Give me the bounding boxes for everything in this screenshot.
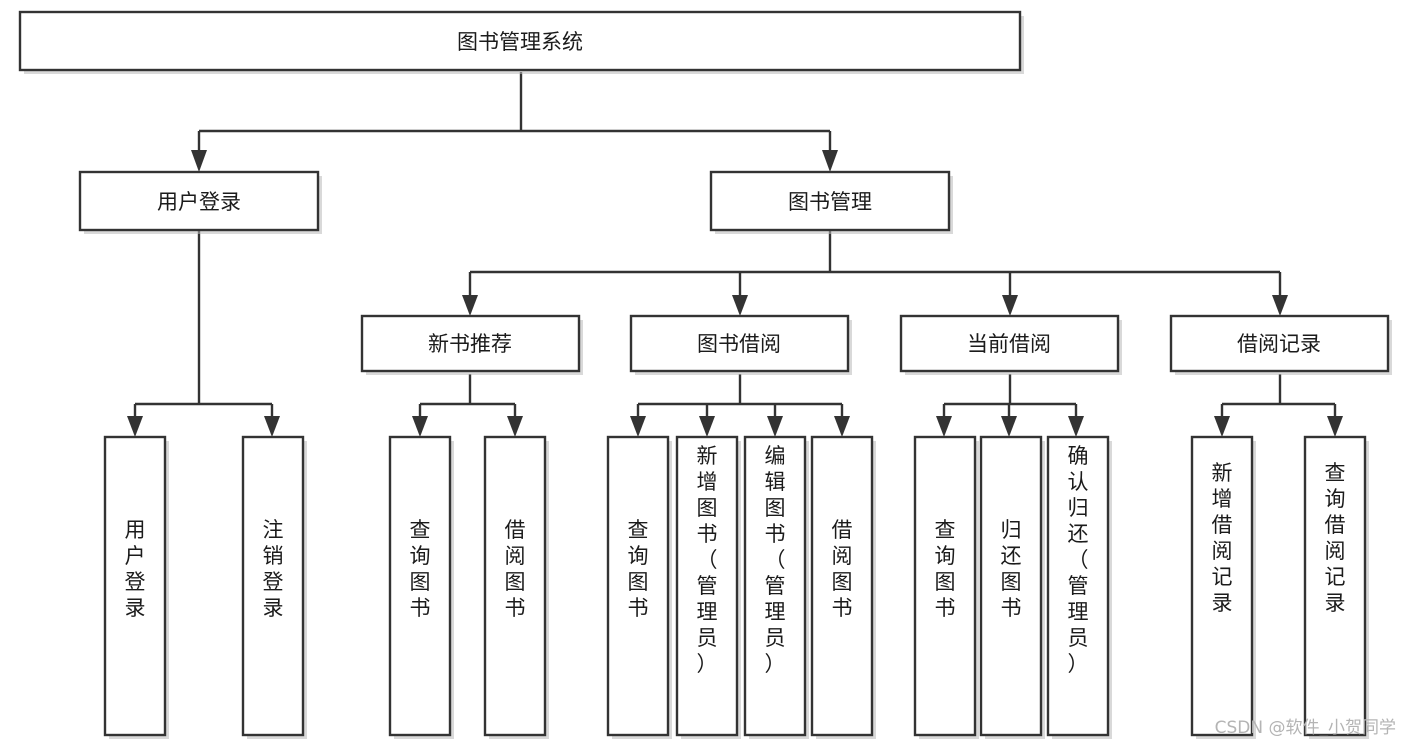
node-book-borrow[interactable]: 图书借阅 (629, 314, 852, 375)
node-book-borrow-label: 图书借阅 (697, 332, 781, 356)
arrow-to-leaf-confirm-return (1068, 416, 1084, 437)
node-leaf-borrow-book-2[interactable]: 借阅图书 (810, 435, 876, 739)
node-leaf-return-book-box[interactable] (979, 435, 1043, 737)
node-leaf-edit-book-label: 编辑图书（管理员） (765, 444, 786, 676)
arrow-to-leaf-add-book (699, 416, 715, 437)
arrow-to-leaf-query-book-1 (412, 416, 428, 437)
node-leaf-query-book-3-label: 查询图书 (935, 518, 956, 620)
arrow-to-leaf-query-book-3 (936, 416, 952, 437)
node-leaf-user-login[interactable]: 用户登录 (103, 435, 169, 739)
node-root-label: 图书管理系统 (457, 30, 583, 54)
node-leaf-edit-book[interactable]: 编辑图书（管理员） (743, 435, 809, 739)
arrow-to-borrowrecord (1272, 295, 1288, 316)
node-leaf-add-record-label: 新增借阅记录 (1212, 461, 1233, 615)
arrow-to-leaf-logout-login (264, 416, 280, 437)
node-borrow-record-box[interactable] (1169, 314, 1390, 373)
node-leaf-borrow-book-2-box[interactable] (810, 435, 874, 737)
arrow-to-leaf-return-book (1001, 416, 1017, 437)
arrow-to-leaf-query-book-2 (630, 416, 646, 437)
node-leaf-query-book-2[interactable]: 查询图书 (606, 435, 672, 739)
connector-layer (127, 72, 1343, 437)
node-leaf-confirm-return-box[interactable] (1046, 435, 1110, 737)
node-book-borrow-box[interactable] (629, 314, 850, 373)
node-leaf-add-record-box[interactable] (1190, 435, 1254, 737)
node-leaf-borrow-book-1-label: 借阅图书 (505, 518, 526, 620)
node-book-manage-label: 图书管理 (788, 190, 872, 214)
node-leaf-add-book-label: 新增图书（管理员） (697, 444, 718, 676)
node-current-borrow-label: 当前借阅 (967, 332, 1051, 356)
node-leaf-query-book-1-box[interactable] (388, 435, 452, 737)
node-leaf-logout-login-label: 注销登录 (263, 518, 284, 620)
node-leaf-borrow-book-1-box[interactable] (483, 435, 547, 737)
node-leaf-add-book-box[interactable] (675, 435, 739, 737)
node-leaf-query-book-2-label: 查询图书 (628, 518, 649, 620)
node-leaf-add-record[interactable]: 新增借阅记录 (1190, 435, 1256, 739)
node-leaf-confirm-return[interactable]: 确认归还（管理员） (1046, 435, 1112, 739)
node-leaf-logout-login-box[interactable] (241, 435, 305, 737)
node-root[interactable]: 图书管理系统 (18, 10, 1024, 74)
arrow-to-book-manage (822, 150, 838, 172)
node-leaf-return-book[interactable]: 归还图书 (979, 435, 1045, 739)
node-leaf-query-book-1[interactable]: 查询图书 (388, 435, 454, 739)
node-leaf-borrow-book-2-label: 借阅图书 (832, 518, 853, 620)
node-leaf-confirm-return-label: 确认归还（管理员） (1068, 444, 1089, 676)
node-leaf-logout-login[interactable]: 注销登录 (241, 435, 307, 739)
node-current-borrow-box[interactable] (899, 314, 1120, 373)
node-root-box[interactable] (18, 10, 1022, 72)
arrow-to-user-login (191, 150, 207, 172)
node-leaf-query-book-3[interactable]: 查询图书 (913, 435, 979, 739)
arrow-to-currentborrow (1002, 295, 1018, 316)
node-leaf-return-book-label: 归还图书 (1001, 518, 1022, 620)
node-borrow-record-label: 借阅记录 (1237, 332, 1321, 356)
arrow-to-newbook (462, 295, 478, 316)
node-leaf-query-book-3-box[interactable] (913, 435, 977, 737)
node-book-manage[interactable]: 图书管理 (709, 170, 953, 234)
node-new-book-recommend-box[interactable] (360, 314, 581, 373)
arrow-to-bookborrow (732, 295, 748, 316)
node-user-login[interactable]: 用户登录 (78, 170, 322, 234)
arrow-to-leaf-query-record (1327, 416, 1343, 437)
node-leaf-query-book-1-label: 查询图书 (410, 518, 431, 620)
node-leaf-user-login-label: 用户登录 (125, 518, 146, 620)
node-new-book-recommend[interactable]: 新书推荐 (360, 314, 583, 375)
leaf-nodes: 用户登录 注销登录 查询图书 借阅图书 查询图书 新增图书（管理员） (103, 435, 1369, 739)
node-leaf-user-login-box[interactable] (103, 435, 167, 737)
node-leaf-query-record[interactable]: 查询借阅记录 (1303, 435, 1369, 739)
arrow-to-leaf-borrow-book-1 (507, 416, 523, 437)
arrow-to-leaf-edit-book (767, 416, 783, 437)
node-user-login-label: 用户登录 (157, 190, 241, 214)
node-borrow-record[interactable]: 借阅记录 (1169, 314, 1392, 375)
node-leaf-add-book[interactable]: 新增图书（管理员） (675, 435, 741, 739)
node-current-borrow[interactable]: 当前借阅 (899, 314, 1122, 375)
csdn-watermark: CSDN @软件_小贺同学 (1215, 718, 1396, 738)
node-leaf-query-record-box[interactable] (1303, 435, 1367, 737)
node-leaf-query-book-2-box[interactable] (606, 435, 670, 737)
node-leaf-borrow-book-1[interactable]: 借阅图书 (483, 435, 549, 739)
arrow-to-leaf-user-login (127, 416, 143, 437)
node-leaf-edit-book-box[interactable] (743, 435, 807, 737)
arrow-to-leaf-add-record (1214, 416, 1230, 437)
node-book-manage-box[interactable] (709, 170, 951, 232)
node-leaf-query-record-label: 查询借阅记录 (1325, 461, 1346, 615)
arrow-to-leaf-borrow-book-2 (834, 416, 850, 437)
node-new-book-recommend-label: 新书推荐 (428, 332, 512, 356)
node-user-login-box[interactable] (78, 170, 320, 232)
